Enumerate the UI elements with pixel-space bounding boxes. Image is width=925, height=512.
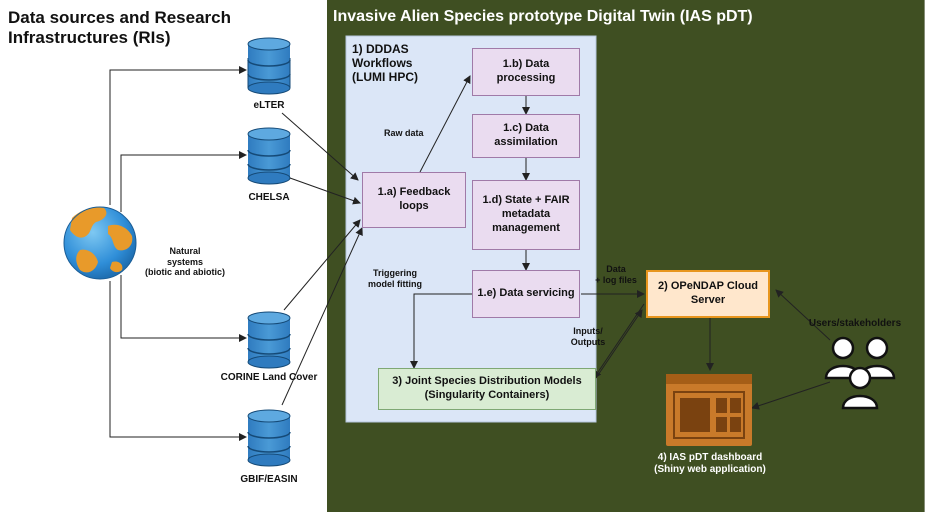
database-icon-gbif	[247, 409, 291, 467]
natural-systems-label: Natural systems (biotic and abiotic)	[145, 246, 225, 278]
database-label-chelsa: CHELSA	[248, 192, 290, 203]
database-icon-corine	[247, 311, 291, 369]
opendap-server-box: 2) OPeNDAP Cloud Server	[646, 270, 770, 318]
database-label-corine: CORINE Land Cover	[220, 372, 318, 383]
data-processing-box: 1.b) Data processing	[472, 48, 580, 96]
dashboard-icon	[666, 374, 752, 446]
database-icon-chelsa	[247, 127, 291, 185]
data-servicing-box: 1.e) Data servicing	[472, 270, 580, 318]
triggering-label: Triggering model fitting	[368, 268, 422, 289]
feedback-loops-box: 1.a) Feedback loops	[362, 172, 466, 228]
jsdm-box: 3) Joint Species Distribution Models (Si…	[378, 368, 596, 410]
data-log-files-label: Data + log files	[595, 264, 637, 285]
state-metadata-box: 1.d) State + FAIR metadata management	[472, 180, 580, 250]
sources-title: Data sources and Research Infrastructure…	[8, 8, 231, 48]
dashboard-label: 4) IAS pDT dashboard (Shiny web applicat…	[654, 452, 766, 475]
database-label-gbif: GBIF/EASIN	[240, 474, 298, 485]
globe-icon	[63, 206, 137, 280]
database-icon-elter	[247, 37, 291, 95]
inputs-outputs-label: Inputs/ Outputs	[570, 326, 606, 347]
users-label: Users/stakeholders	[808, 318, 902, 329]
data-assimilation-box: 1.c) Data assimilation	[472, 114, 580, 158]
database-label-elter: eLTER	[253, 100, 285, 111]
users-group-icon	[824, 336, 896, 410]
raw-data-label: Raw data	[384, 128, 424, 138]
digital-twin-title: Invasive Alien Species prototype Digital…	[333, 8, 753, 25]
workflows-title: 1) DDDAS Workflows (LUMI HPC)	[352, 42, 418, 85]
